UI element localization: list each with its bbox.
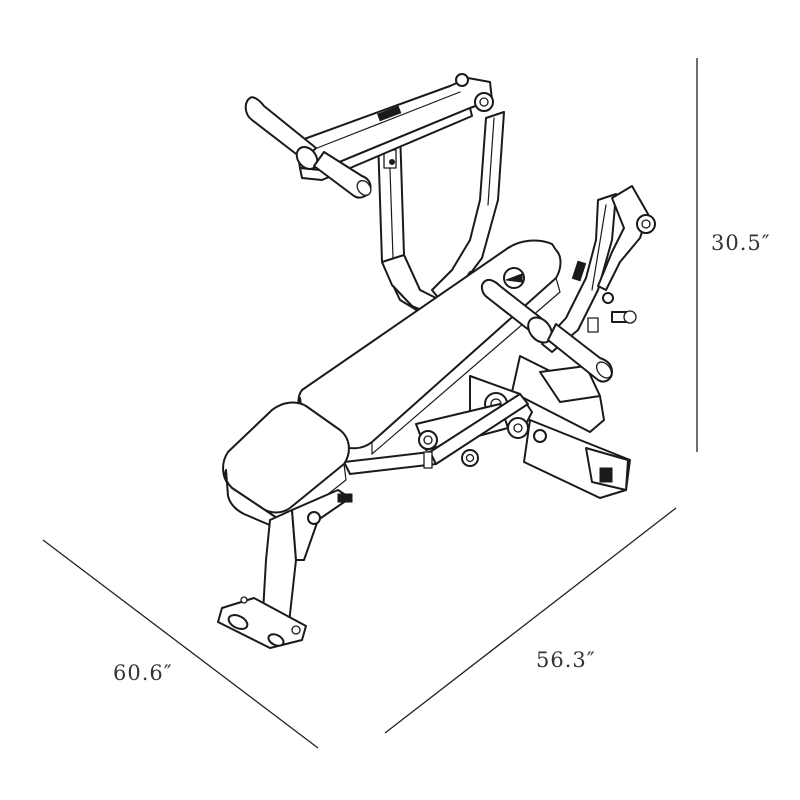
height-dimension-label: 30.5″ <box>711 231 771 255</box>
right-press-arm <box>541 185 656 353</box>
depth-dimension-line <box>42 539 319 749</box>
machine-illustration <box>217 73 656 649</box>
right-handle <box>480 278 613 383</box>
upper-handles <box>244 96 372 199</box>
depth-dimension-label: 60.6″ <box>113 661 173 685</box>
width-dimension-label: 56.3″ <box>536 648 596 672</box>
front-leg <box>217 489 353 649</box>
width-dimension-line <box>384 507 677 734</box>
bench-rail <box>343 393 529 475</box>
dimension-lines <box>42 58 698 749</box>
